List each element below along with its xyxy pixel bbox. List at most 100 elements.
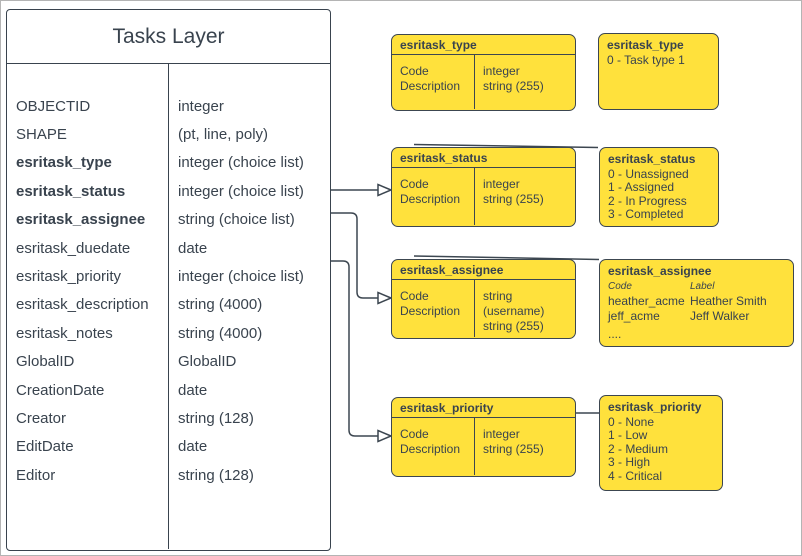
field-name: EditDate [16,438,74,456]
field-name: esritask_duedate [16,239,131,257]
field-row: esritask_priority integer (choice list) [7,262,330,290]
field-name: esritask_assignee [16,211,146,229]
field-type: integer (choice list) [178,268,304,286]
value-item: 0 - Unassigned [608,166,689,181]
field-row: GlobalID GlobalID [7,348,330,376]
field-type: date [178,239,208,257]
domain-attr-type: string (255) [483,192,544,206]
values-title: esritask_status [608,152,696,166]
field-row: OBJECTID integer [7,92,330,120]
field-row: esritask_duedate date [7,234,330,262]
field-name: esritask_status [16,182,126,200]
domain-attr-type: string (username) [483,289,545,318]
value-item: 1 - Assigned [608,180,675,194]
field-row: esritask_type integer (choice list) [7,149,330,177]
value-item: 2 - Medium [608,441,669,456]
value-item: 2 - In Progress [608,193,687,208]
domain-title: esritask_priority [392,398,575,418]
tasks-layer-table: Tasks Layer OBJECTID integer SHAPE (pt, li… [6,9,331,551]
arrowhead-icon [377,291,393,305]
field-type: GlobalID [178,353,237,371]
values-title: esritask_priority [608,400,702,414]
field-type: date [178,381,208,399]
domain-attr-type: integer [483,64,520,78]
field-name: OBJECTID [16,97,91,115]
field-type: (pt, line, poly) [178,126,269,144]
value-label: Heather Smith [690,293,767,308]
field-type: date [178,438,208,456]
field-row: esritask_description string (4000) [7,291,330,319]
field-row: EditDate date [7,433,330,461]
field-type: string (128) [178,409,254,427]
field-row: esritask_notes string (4000) [7,319,330,347]
field-type: string (128) [178,466,254,484]
values-title: esritask_assignee [608,264,712,278]
value-item: 3 - High [608,455,651,469]
values-box-esritask-type: esritask_type 0 - Task type 1 [598,33,719,110]
field-name: GlobalID [16,353,75,371]
field-name: CreationDate [16,381,105,399]
domain-title: esritask_assignee [392,260,575,280]
domain-attr: Description [400,442,461,456]
field-name: SHAPE [16,126,67,144]
domain-attr: Code [400,177,429,191]
field-row: esritask_status integer (choice list) [7,177,330,205]
field-row: esritask_assignee string (choice list) [7,206,330,234]
domain-attr-type: integer [483,427,520,441]
field-row: Creator string (128) [7,404,330,432]
value-item: 1 - Low [608,428,648,442]
arrowhead-icon [377,429,393,443]
value-code: jeff_acme [608,308,660,323]
arrowhead-icon [377,183,393,197]
field-type: string (4000) [178,324,263,342]
values-col-header: Code [608,280,632,292]
domain-attr: Code [400,427,429,441]
field-name: Editor [16,466,56,484]
field-type: integer [178,97,224,115]
value-label: Jeff Walker [690,308,750,323]
domain-attr: Description [400,79,461,93]
domain-attr-type: string (255) [483,442,544,456]
field-type: integer (choice list) [178,182,304,200]
field-name: Creator [16,409,67,427]
values-title: esritask_type [607,38,684,52]
field-name: esritask_notes [16,324,113,342]
field-name: esritask_type [16,154,112,172]
domain-title: esritask_status [392,148,575,168]
link-assignee-values [413,255,600,261]
tasks-layer-fields: OBJECTID integer SHAPE (pt, line, poly) es… [7,64,330,549]
tasks-layer-title: Tasks Layer [7,10,330,64]
field-name: esritask_description [16,296,149,314]
domain-attr: Code [400,64,429,78]
connector-priority [331,260,378,437]
field-row: CreationDate date [7,376,330,404]
field-type: string (choice list) [178,211,295,229]
value-code: heather_acme [608,293,685,308]
domain-title: esritask_type [392,35,575,55]
field-type: integer (choice list) [178,154,304,172]
domain-attr-type: string (255) [483,79,544,93]
values-box-esritask-priority: esritask_priority 0 - None 1 - Low 2 - M… [599,395,723,491]
field-row: SHAPE (pt, line, poly) [7,120,330,148]
values-box-esritask-status: esritask_status 0 - Unassigned 1 - Assig… [599,147,719,227]
field-row: Editor string (128) [7,461,330,489]
value-item: 4 - Critical [608,468,663,483]
values-col-header: Label [690,280,715,292]
field-name: esritask_priority [16,268,122,286]
column-divider [168,64,169,549]
domain-attr: Description [400,192,461,206]
connector-assignee [331,212,378,299]
field-type: string (4000) [178,296,263,314]
domain-attr-type: integer [483,177,520,191]
values-box-esritask-assignee: esritask_assignee Code Label heather_acm… [599,259,794,347]
domain-attr-type: string (255) [483,319,544,333]
value-item: 3 - Completed [608,207,684,221]
domain-attr: Code [400,289,429,303]
domain-attr: Description [400,304,461,318]
value-item: 0 - None [608,414,655,429]
values-ellipsis: .... [608,326,622,341]
